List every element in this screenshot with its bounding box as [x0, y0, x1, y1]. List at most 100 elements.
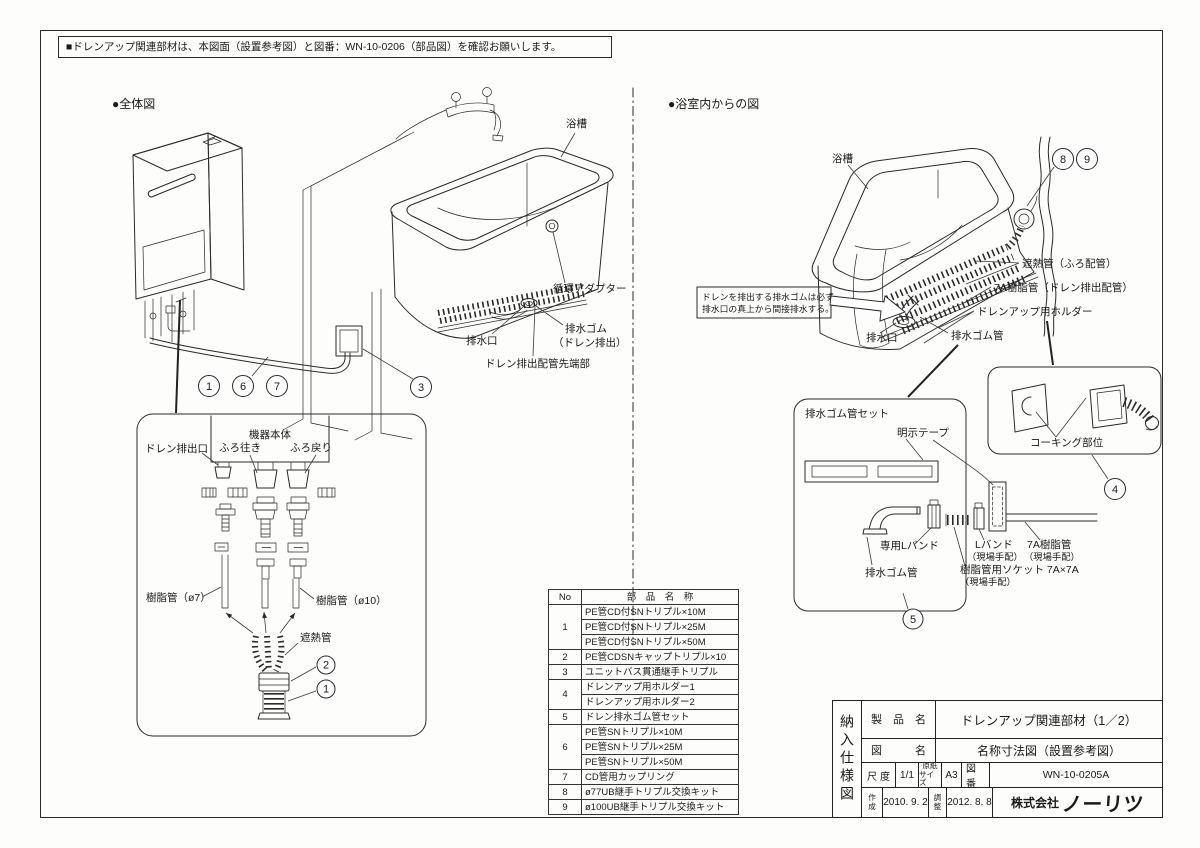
drawing-label: 図名 [871, 745, 926, 758]
callout-5: 5 [902, 592, 924, 630]
part-no: 6 [548, 724, 582, 770]
part-name: ドレンアップ用ホルダー1 [581, 679, 739, 695]
l-band-label: 専用Lバンド [880, 540, 939, 552]
l-band-leader [914, 527, 932, 545]
circulation-adapter-label: 循環アダプター [553, 282, 627, 295]
note-arrow [829, 295, 907, 322]
circulation-adapter-leader [552, 231, 566, 284]
part-name: ユニットバス貫通継手トリプル [581, 664, 739, 680]
drain-rubber-label-2: （ドレン排出） [553, 336, 627, 349]
created-label-top: 作 [868, 793, 876, 802]
drain-hose-elbow [862, 506, 921, 535]
drain-outlet-leader-overall [491, 308, 522, 335]
resin-pipe-7a-leader [961, 286, 992, 305]
inset-fittings [201, 461, 336, 609]
field-leaders [953, 521, 1041, 567]
scale-label-cell: 尺度 [862, 763, 896, 787]
parts-header-name: 部 品 名 称 [581, 589, 739, 605]
svg-text:8: 8 [1060, 154, 1066, 166]
part-name: PE管CDSNキャップトリプル×10 [581, 649, 739, 665]
inset-hose-bundle [252, 635, 291, 720]
caulking-box-leader [1046, 320, 1054, 366]
created-label-bottom: 成 [868, 801, 876, 811]
callout-3: 3 [362, 348, 432, 398]
callout-2-inset: 2 [290, 655, 336, 682]
caulking-part-holder [1089, 384, 1159, 431]
tape-field-leader [932, 439, 994, 486]
parts-table-header: No 部 品 名 称 [548, 589, 739, 605]
unit-body-label: 機器本体 [249, 428, 291, 441]
paper-size-value: A3 [942, 763, 962, 787]
created-label-cell: 作成 [862, 788, 883, 817]
svg-text:3: 3 [418, 382, 424, 394]
field-socket-note: （現場手配） [960, 576, 1016, 587]
drainup-holder-label: ドレンアップ用ホルダー [977, 305, 1093, 318]
bathtub-label-bathroom: 浴槽 [832, 153, 853, 165]
product-label-cell: 製品名 [862, 701, 936, 738]
pipe-run-overall [149, 325, 363, 374]
part-name: CD管用カップリング [581, 769, 739, 785]
caulking-leaders [1035, 397, 1087, 438]
field-l-band-label: Lバンド [975, 539, 1013, 551]
drain-hose-leader [919, 316, 949, 334]
part-name: PE管SNトリプル×10M [581, 724, 739, 740]
field-pipe-7a-note: （現場手配） [1024, 551, 1080, 562]
doc-type-label: 納入仕様図 [833, 701, 862, 817]
field-pipe-7a-label: 7A樹脂管 [1027, 538, 1071, 551]
hose-set-box-leader [907, 344, 959, 398]
drain-outlet-leader-bathroom [879, 322, 897, 334]
drain-rubber-label-1: 排水ゴム [565, 322, 607, 335]
part-no: 4 [548, 679, 582, 710]
part-no: 1 [548, 604, 582, 650]
created-value: 2010. 9. 2 [883, 788, 929, 817]
bathtub-overall [390, 147, 614, 339]
hose-leader-inset [866, 536, 873, 566]
overall-figure-title: ●全体図 [112, 96, 155, 111]
part-no: 7 [548, 769, 582, 785]
field-l-band-note: （現場手配） [967, 551, 1023, 562]
faucet [395, 87, 504, 142]
resin-pipe7-label: 樹脂管（ø7） [146, 591, 211, 604]
part-name: PE管SNトリプル×50M [581, 754, 739, 770]
tape-label: 明示テープ [897, 427, 949, 439]
svg-text:4: 4 [1112, 484, 1118, 496]
callout-1-inset: 1 [287, 679, 336, 702]
hose-set-title: 排水ゴム管セット [805, 407, 889, 420]
svg-text:1: 1 [323, 684, 329, 696]
svg-text:7: 7 [274, 381, 280, 393]
field-socket-label: 樹脂管用ソケット 7A×7A [960, 563, 1079, 576]
inset-assembly-arrows [225, 611, 296, 634]
part-no: 3 [548, 664, 582, 680]
part-name: PE管CD付SNトリプル×25M [581, 619, 739, 635]
furo-supply-label: ふろ往き [219, 441, 261, 454]
furo-return-label: ふろ戻り [290, 441, 332, 454]
part-no: 8 [548, 784, 582, 800]
company-cell: 株式会社 ノーリツ [993, 788, 1162, 817]
svg-text:9: 9 [1084, 154, 1090, 166]
part-no: 2 [548, 649, 582, 665]
drain-rubber-leader [535, 305, 564, 326]
bathtub-leader [560, 132, 576, 158]
hose-label-inset: 排水ゴム管 [865, 566, 918, 579]
circulation-adapter [545, 219, 559, 233]
bathroom-figure-title: ●浴室内からの図 [668, 96, 759, 111]
under-tub-pipes-overall [437, 283, 588, 333]
furo-pipes-bathroom [879, 195, 1039, 343]
product-value: ドレンアップ関連部材（1／2） [960, 713, 1138, 728]
field-assembly [945, 481, 1098, 532]
heat-shield-label: 遮熱管 [300, 631, 332, 644]
dwg-no-value: WN-10-0205A [1042, 769, 1110, 781]
drawing-label-cell: 図名 [862, 738, 936, 762]
part-name: PE管SNトリプル×25M [581, 739, 739, 755]
paper-size-label-top: 原紙 [922, 763, 938, 771]
bathtub-label-overall: 浴槽 [566, 118, 587, 130]
drain-port-label: ドレン排出口 [145, 442, 208, 455]
adjusted-label-cell: 調整 [929, 788, 947, 817]
svg-text:5: 5 [910, 614, 916, 626]
